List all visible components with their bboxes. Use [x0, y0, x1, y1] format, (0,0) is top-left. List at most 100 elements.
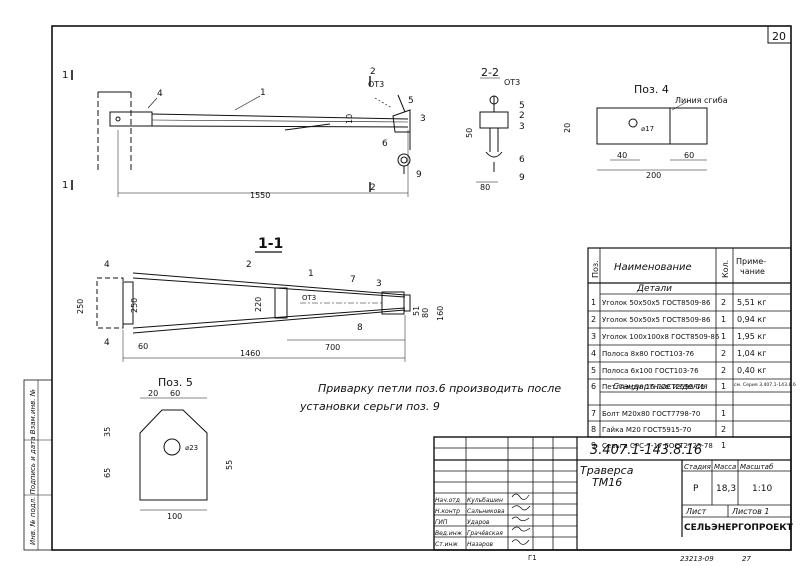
svg-text:160: 160	[436, 306, 445, 321]
svg-text:250: 250	[130, 298, 139, 313]
pos5-view: Поз. 5 20 60 35 65 55 ⌀23 100	[103, 376, 234, 521]
svg-text:8: 8	[591, 425, 596, 434]
svg-text:Серьга СРС-7-17 ГОСТ2725-78: Серьга СРС-7-17 ГОСТ2725-78	[602, 442, 713, 450]
svg-text:200: 200	[646, 171, 661, 180]
signature	[511, 505, 531, 511]
svg-text:см. Серия 3.407.1-143.8.6: см. Серия 3.407.1-143.8.6	[734, 382, 796, 388]
svg-text:80: 80	[421, 308, 430, 318]
scale-value: 1:10	[752, 484, 772, 494]
svg-text:2: 2	[721, 366, 726, 375]
svg-text:ОТ3: ОТ3	[368, 80, 384, 89]
svg-text:Уголок 50х50х5 ГОСТ8509-86: Уголок 50х50х5 ГОСТ8509-86	[602, 299, 711, 307]
signature	[511, 516, 530, 522]
svg-text:ОТ3: ОТ3	[504, 78, 520, 87]
svg-text:1,04 кг: 1,04 кг	[737, 349, 766, 358]
drawing-name-2: ТМ16	[592, 476, 622, 489]
section-1-1-length-dim: 1460	[240, 349, 260, 358]
svg-text:2: 2	[370, 183, 376, 193]
svg-text:3: 3	[519, 122, 525, 132]
table-row: 8 Гайка М20 ГОСТ5915-70 2	[591, 425, 726, 434]
pos4-title: Поз. 4	[634, 83, 669, 96]
svg-text:1: 1	[721, 409, 726, 418]
organization: СЕЛЬЭНЕРГОПРОЕКТ	[684, 523, 794, 533]
svg-text:Уголок 100х100х8 ГОСТ8509-86: Уголок 100х100х8 ГОСТ8509-86	[602, 333, 720, 341]
svg-text:Стадия: Стадия	[684, 463, 711, 471]
svg-text:Ударов: Ударов	[467, 519, 490, 526]
svg-text:5: 5	[408, 96, 414, 106]
spec-header-pos: Поз.	[591, 260, 600, 278]
svg-text:9: 9	[416, 170, 422, 180]
table-row: 1 Уголок 50х50х5 ГОСТ8509-86 2 5,51 кг	[591, 298, 766, 307]
svg-text:ОТ3: ОТ3	[302, 294, 316, 302]
svg-text:60: 60	[170, 389, 180, 398]
svg-text:250: 250	[76, 299, 85, 314]
section-2-2: 2-2 ОТ3 5 2 3 6 9 50 80	[465, 66, 525, 192]
svg-text:100: 100	[167, 512, 182, 521]
svg-text:Лист: Лист	[685, 507, 707, 516]
svg-text:6: 6	[382, 139, 388, 149]
svg-text:3: 3	[591, 332, 596, 341]
svg-text:700: 700	[325, 343, 340, 352]
spec-header-qty: Кол.	[721, 260, 730, 278]
svg-text:0,40 кг: 0,40 кг	[737, 366, 766, 375]
svg-text:2: 2	[246, 260, 252, 270]
svg-text:Гайка М20 ГОСТ5915-70: Гайка М20 ГОСТ5915-70	[602, 426, 691, 434]
svg-text:4: 4	[104, 260, 110, 270]
section-1-1: 1-1 4 2 1 7 3 8 4 ОТ3 250 250 220 80 160…	[76, 236, 445, 362]
svg-text:6: 6	[519, 155, 525, 165]
svg-text:Болт М20х80 ГОСТ7798-70: Болт М20х80 ГОСТ7798-70	[602, 410, 700, 418]
svg-text:4: 4	[591, 349, 596, 358]
svg-text:Петля-круг 16 ГОСТ2590-71: Петля-круг 16 ГОСТ2590-71	[602, 383, 705, 391]
svg-text:Ст.инж: Ст.инж	[435, 541, 458, 548]
main-view: 1 1 4 1 5 3 6 9 2 2 ОТ3	[62, 67, 426, 200]
sheet-number: 20	[772, 30, 786, 43]
drawing-name-1: Траверса	[580, 464, 634, 477]
svg-text:40: 40	[617, 151, 627, 160]
svg-text:9: 9	[591, 441, 596, 450]
svg-text:Полоса 6х100 ГОСТ103-76: Полоса 6х100 ГОСТ103-76	[602, 367, 699, 375]
svg-text:60: 60	[684, 151, 694, 160]
svg-text:0,94 кг: 0,94 кг	[737, 315, 766, 324]
spec-table: Поз. Наименование Кол. Приме- чание Дета…	[587, 247, 796, 438]
svg-text:1,95 кг: 1,95 кг	[737, 332, 766, 341]
svg-text:35: 35	[103, 427, 112, 437]
svg-text:3: 3	[420, 114, 426, 124]
svg-text:10: 10	[345, 114, 354, 124]
svg-text:4: 4	[104, 338, 110, 348]
table-row: 5 Полоса 6х100 ГОСТ103-76 2 0,40 кг	[591, 366, 766, 375]
svg-text:5,51 кг: 5,51 кг	[737, 298, 766, 307]
spec-header-note-b: чание	[740, 267, 765, 276]
svg-text:Сальникова: Сальникова	[467, 508, 505, 515]
svg-text:2: 2	[519, 111, 525, 121]
svg-text:51: 51	[412, 306, 421, 316]
table-row: 3 Уголок 100х100х8 ГОСТ8509-86 1 1,95 кг	[591, 332, 766, 341]
table-row: 6 Петля-круг 16 ГОСТ2590-71 1 см. Серия …	[591, 382, 796, 391]
signature	[511, 526, 531, 532]
table-row: 4 Полоса 8х80 ГОСТ103-76 2 1,04 кг	[591, 349, 766, 358]
bottom-code: 23213-09	[680, 555, 714, 563]
svg-text:2: 2	[591, 315, 596, 324]
section-1-1-title: 1-1	[258, 236, 283, 252]
note-line-1: Приварку петли поз.6 производить после	[318, 382, 561, 395]
side-stamp-text: Инв. № подл. Подпись и дата Взам.инв. №	[29, 389, 37, 545]
section-2-2-title: 2-2	[481, 66, 499, 79]
pos5-title: Поз. 5	[158, 376, 193, 389]
svg-text:Грачёвская: Грачёвская	[467, 530, 503, 537]
note-line-2: установки серьги поз. 9	[299, 400, 440, 413]
svg-text:55: 55	[225, 460, 234, 470]
svg-text:1: 1	[721, 441, 726, 450]
svg-text:50: 50	[465, 128, 474, 138]
svg-text:2: 2	[721, 298, 726, 307]
svg-text:1: 1	[721, 332, 726, 341]
mass-value: 18,3	[716, 484, 736, 494]
spec-header-note-a: Приме-	[736, 257, 766, 266]
svg-text:8: 8	[357, 323, 363, 333]
svg-text:220: 220	[254, 297, 263, 312]
